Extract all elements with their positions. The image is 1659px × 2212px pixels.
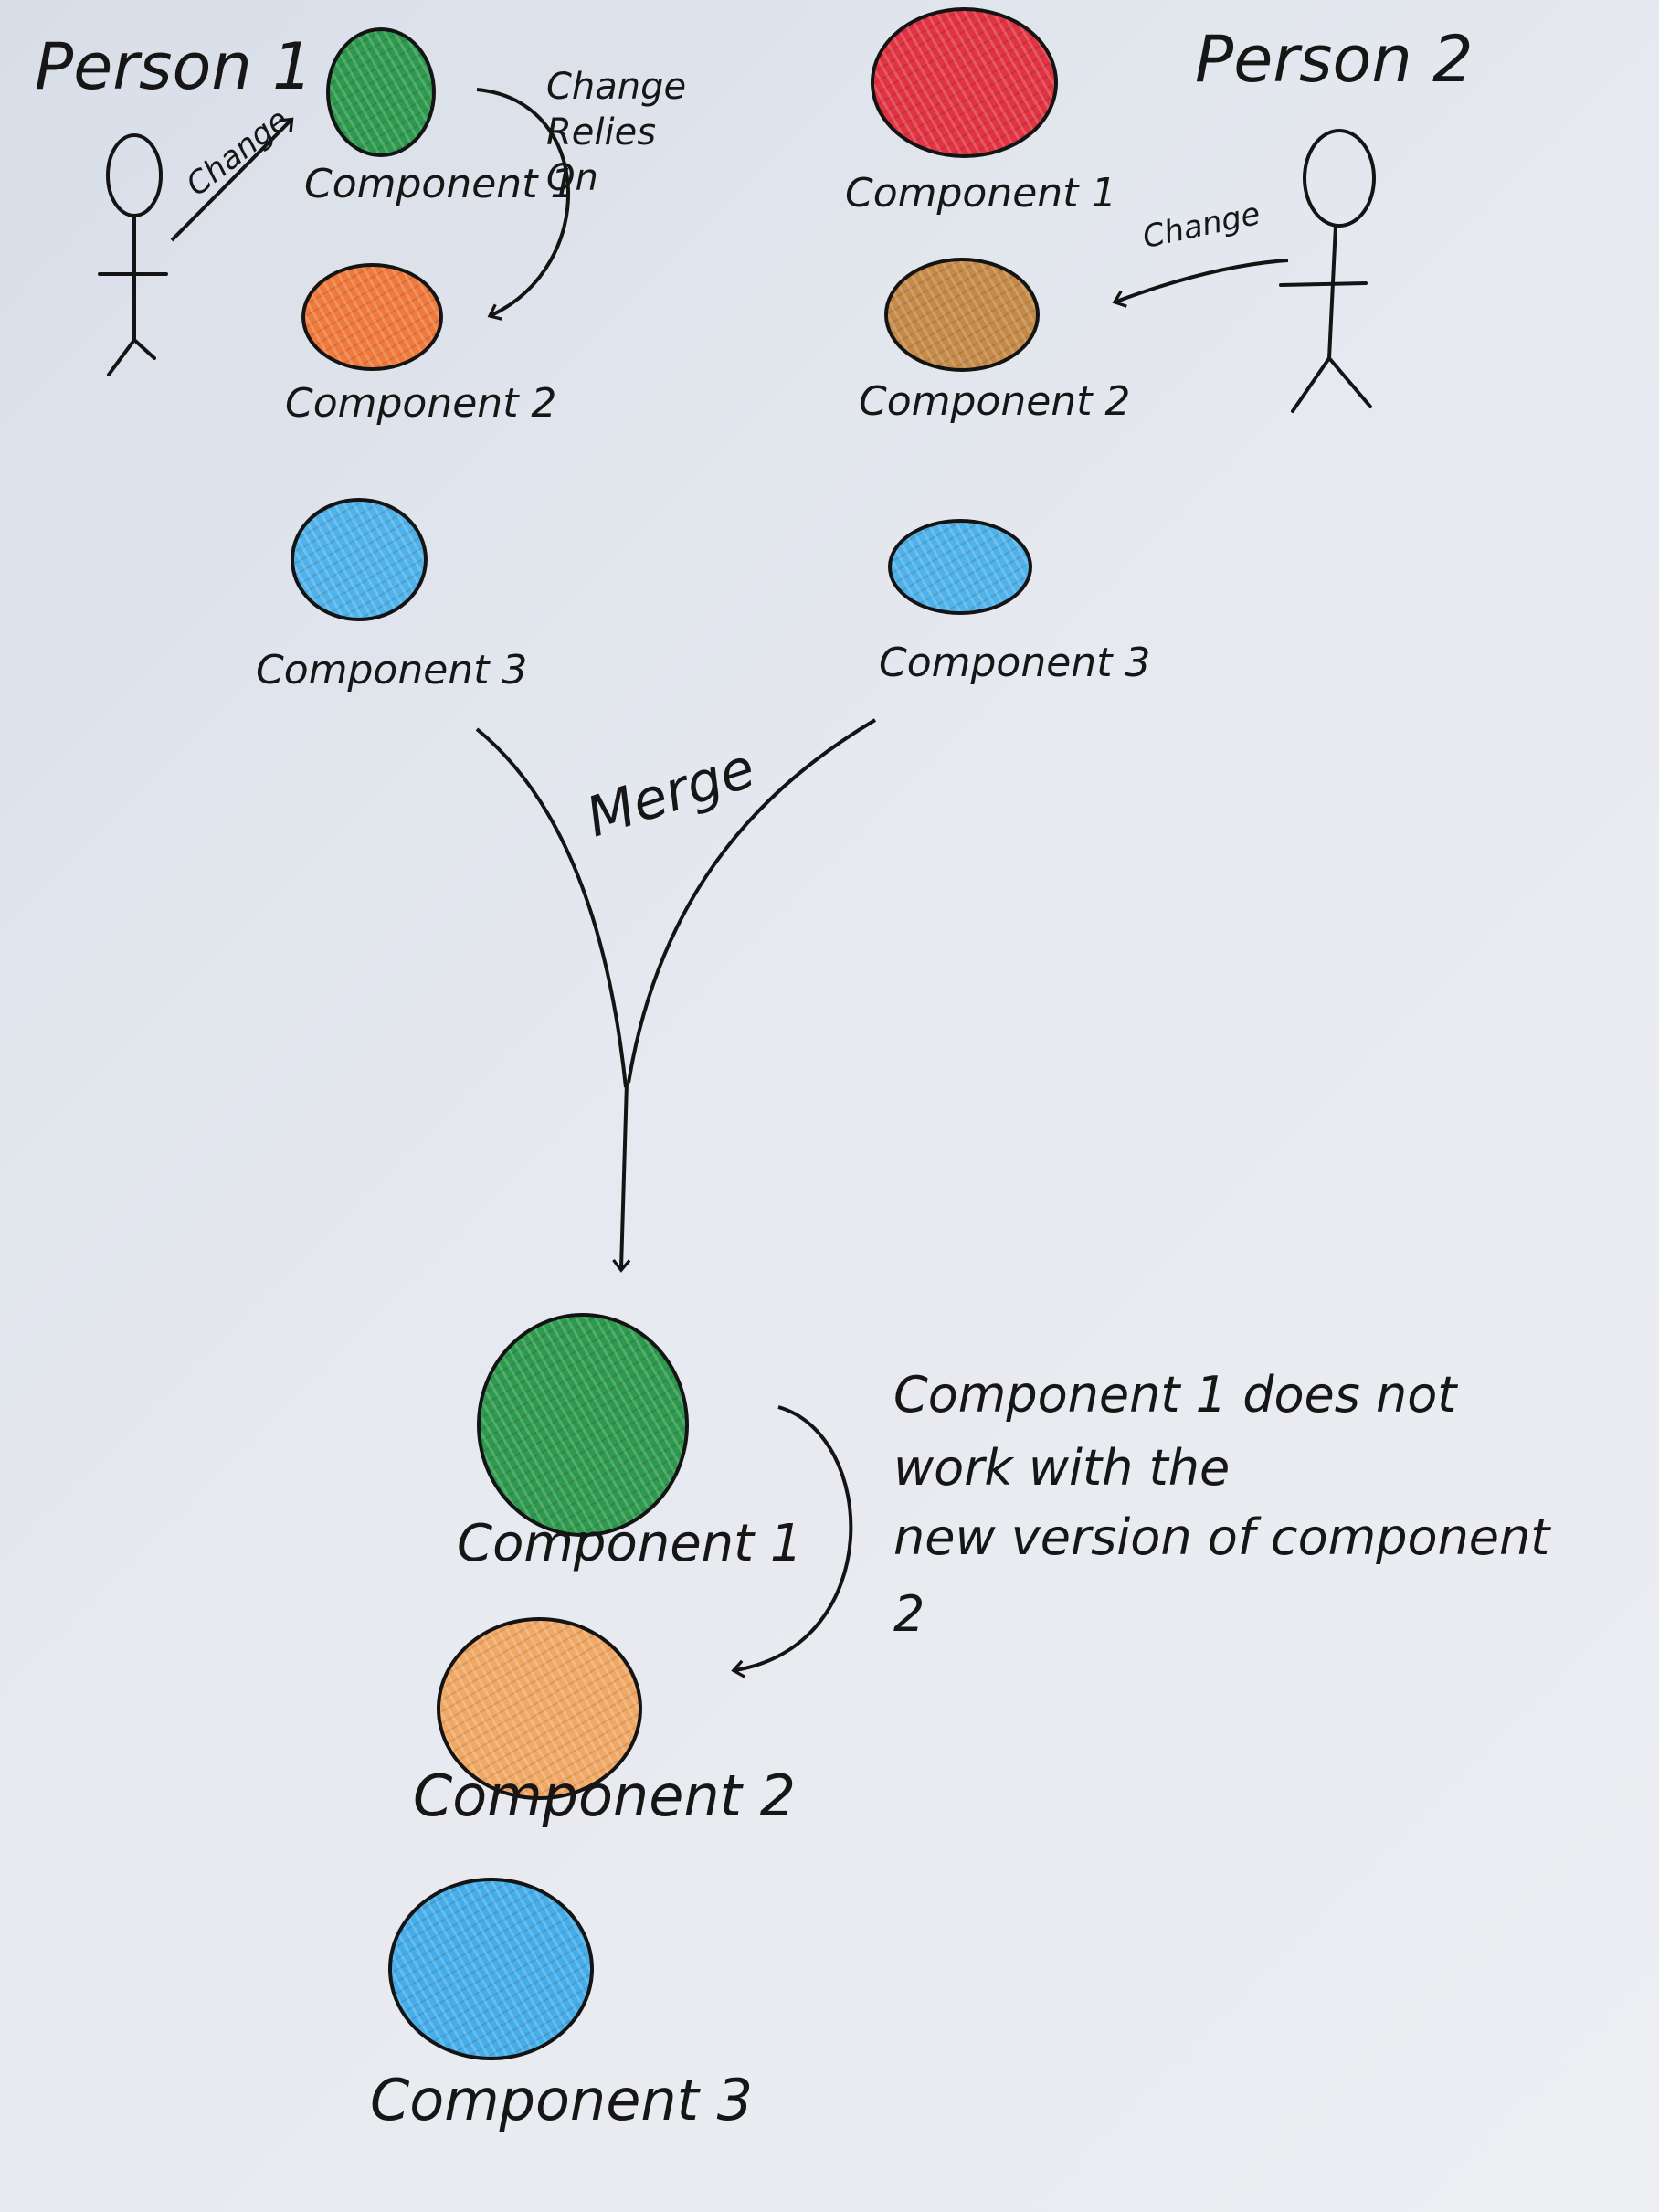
person-2-component-3-label: Component 3 xyxy=(879,640,1151,686)
result-note-line-3: new version of component xyxy=(893,1508,1550,1566)
person-1-component-2-label: Component 2 xyxy=(285,380,557,427)
result-component-3-label: Component 3 xyxy=(370,2067,754,2133)
result-component-2-label: Component 2 xyxy=(413,1762,797,1829)
person-1-component-1-label: Component 1 xyxy=(304,161,576,207)
person-2-component-1-blob xyxy=(871,7,1058,158)
person-1-component-3-label: Component 3 xyxy=(256,647,528,693)
person-1-component-3-blob xyxy=(291,498,428,621)
person-2-title: Person 2 xyxy=(1195,22,1474,97)
result-note-line-4: 2 xyxy=(893,1585,925,1643)
person-1-figure xyxy=(98,133,168,376)
result-note-line-2: work with the xyxy=(893,1439,1231,1497)
result-note: Component 1 does not work with the new v… xyxy=(893,1371,1549,1639)
relies-on-arrow xyxy=(476,88,571,321)
person-2-component-1-label: Component 1 xyxy=(845,170,1117,217)
person-1-component-2-blob xyxy=(301,263,443,371)
result-component-3-blob xyxy=(388,1878,594,2060)
merge-arrow xyxy=(612,1082,631,1273)
person-1-title: Person 1 xyxy=(35,29,313,104)
person-2-change-arrow xyxy=(1112,259,1289,308)
person-1-component-1-blob xyxy=(326,27,436,157)
person-2-component-2-blob xyxy=(884,258,1040,372)
dependency-arrow xyxy=(731,1405,853,1678)
result-note-line-1: Component 1 does not xyxy=(893,1366,1457,1424)
person-2-component-3-blob xyxy=(888,519,1032,615)
person-1-change-arrow xyxy=(170,117,294,242)
result-component-1-blob xyxy=(477,1313,689,1537)
result-component-2-blob xyxy=(437,1617,642,1800)
merge-line-right xyxy=(627,718,877,1084)
person-2-figure xyxy=(1279,129,1376,413)
result-component-1-label: Component 1 xyxy=(457,1514,803,1573)
merge-line-left xyxy=(475,727,628,1088)
relies-on-label: Change Relies On xyxy=(546,66,687,199)
person-2-component-2-label: Component 2 xyxy=(859,378,1131,425)
